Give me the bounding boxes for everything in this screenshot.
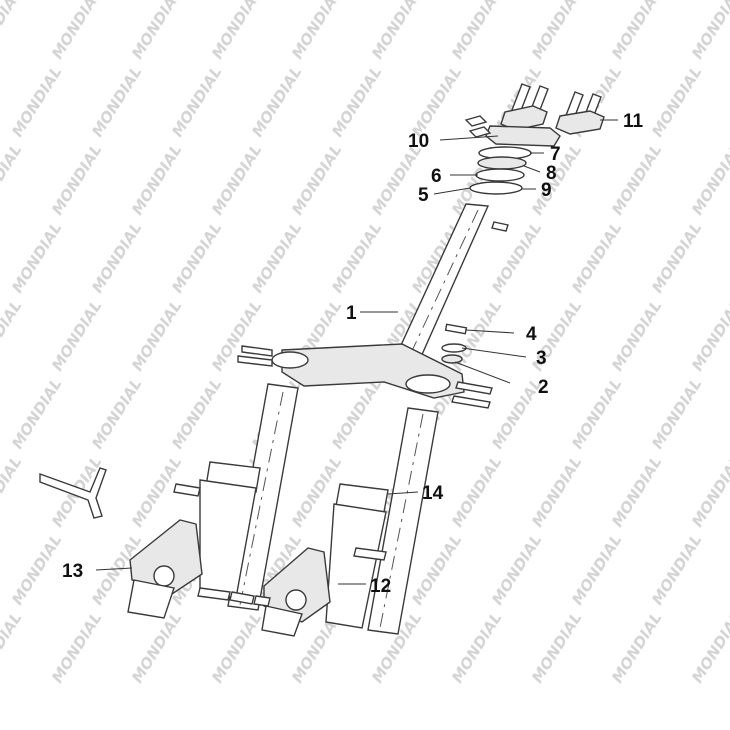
watermark-text: MONDIAL	[128, 141, 185, 218]
watermark-text: MONDIAL	[0, 453, 25, 530]
watermark-text: MONDIAL	[568, 531, 625, 608]
watermark-text: MONDIAL	[408, 63, 465, 140]
watermark-text: MONDIAL	[0, 297, 25, 374]
watermark-text: MONDIAL	[328, 219, 385, 296]
watermark-text: MONDIAL	[208, 141, 265, 218]
callout-6: 6	[431, 166, 442, 187]
watermark-text: MONDIAL	[208, 609, 265, 686]
watermark-text: MONDIAL	[448, 453, 505, 530]
watermark-text: MONDIAL	[48, 141, 105, 218]
watermark-text: MONDIAL	[528, 0, 585, 62]
watermark-text: MONDIAL	[248, 219, 305, 296]
watermark-text: MONDIAL	[168, 63, 225, 140]
watermark-text: MONDIAL	[448, 609, 505, 686]
watermark-text: MONDIAL	[648, 531, 705, 608]
left-fork-leg	[127, 383, 299, 619]
callout-3: 3	[536, 348, 547, 369]
stem-hardware	[441, 323, 468, 364]
watermark-text: MONDIAL	[648, 375, 705, 452]
watermark-text: MONDIAL	[48, 0, 105, 62]
lower-triple-clamp	[237, 343, 493, 409]
watermark-text: MONDIAL	[88, 219, 145, 296]
watermark-text: MONDIAL	[448, 0, 505, 62]
watermark-text: MONDIAL	[48, 297, 105, 374]
watermark-text: MONDIAL	[608, 141, 665, 218]
watermark-text: MONDIAL	[488, 531, 545, 608]
watermark-text: MONDIAL	[8, 219, 65, 296]
watermark-text: MONDIAL	[328, 375, 385, 452]
watermark-text: MONDIAL	[128, 0, 185, 62]
watermark-text: MONDIAL	[0, 141, 25, 218]
watermark-text: MONDIAL	[608, 609, 665, 686]
watermark-text: MONDIAL	[608, 0, 665, 62]
callout-10: 10	[408, 131, 429, 152]
callout-14: 14	[422, 483, 444, 504]
watermark-text: MONDIAL	[528, 453, 585, 530]
watermark-text: MONDIAL	[288, 141, 345, 218]
callout-5: 5	[418, 185, 429, 206]
watermark-text: MONDIAL	[408, 531, 465, 608]
callout-7: 7	[550, 144, 561, 165]
callout-9: 9	[541, 180, 552, 201]
watermark-text: MONDIAL	[88, 375, 145, 452]
watermark-text: MONDIAL	[48, 609, 105, 686]
watermark-text: MONDIAL	[168, 375, 225, 452]
watermark-text: MONDIAL	[368, 0, 425, 62]
watermark-text: MONDIAL	[568, 219, 625, 296]
watermark-text: MONDIAL	[168, 219, 225, 296]
watermark-text: MONDIAL	[488, 219, 545, 296]
watermark-text: MONDIAL	[688, 141, 730, 218]
callout-1: 1	[346, 303, 357, 324]
watermark-text: MONDIAL	[688, 297, 730, 374]
watermark-text: MONDIAL	[88, 63, 145, 140]
right-fork-leg	[261, 407, 439, 637]
watermark-text: MONDIAL	[608, 297, 665, 374]
watermark-text: MONDIAL	[688, 453, 730, 530]
watermark-text: MONDIAL	[208, 0, 265, 62]
callout-11: 11	[623, 111, 644, 132]
watermark-text: MONDIAL	[608, 453, 665, 530]
callout-4: 4	[526, 324, 537, 345]
watermark-text: MONDIAL	[8, 531, 65, 608]
watermark-text: MONDIAL	[528, 609, 585, 686]
watermark-text: MONDIAL	[0, 609, 25, 686]
watermark-text: MONDIAL	[328, 63, 385, 140]
axle-hardware	[197, 587, 271, 607]
watermark-text: MONDIAL	[648, 219, 705, 296]
watermark-text: MONDIAL	[288, 0, 345, 62]
watermark-text: MONDIAL	[8, 63, 65, 140]
callout-2: 2	[538, 377, 549, 398]
callout-13: 13	[62, 561, 83, 582]
fork-assembly-drawing	[39, 83, 605, 637]
watermark-text: MONDIAL	[648, 63, 705, 140]
watermark-text: MONDIAL	[688, 0, 730, 62]
leader-lines	[95, 119, 618, 585]
watermark-text: MONDIAL	[128, 609, 185, 686]
watermark-text: MONDIAL	[128, 297, 185, 374]
watermark-text: MONDIAL	[488, 375, 545, 452]
watermark-text: MONDIAL	[368, 141, 425, 218]
watermark-text: MONDIAL	[248, 63, 305, 140]
callout-labels: 1 2 3 4 5 6 7 8 9 10 11 12 13 14	[62, 111, 644, 597]
top-clamps	[464, 105, 605, 147]
callout-8: 8	[546, 163, 557, 184]
watermark-text: MONDIAL	[568, 375, 625, 452]
mounting-bracket	[39, 467, 107, 519]
watermark-text: MONDIAL	[688, 609, 730, 686]
watermark-text: MONDIAL	[0, 0, 25, 62]
callout-12: 12	[370, 576, 391, 597]
watermark-text: MONDIAL	[8, 375, 65, 452]
